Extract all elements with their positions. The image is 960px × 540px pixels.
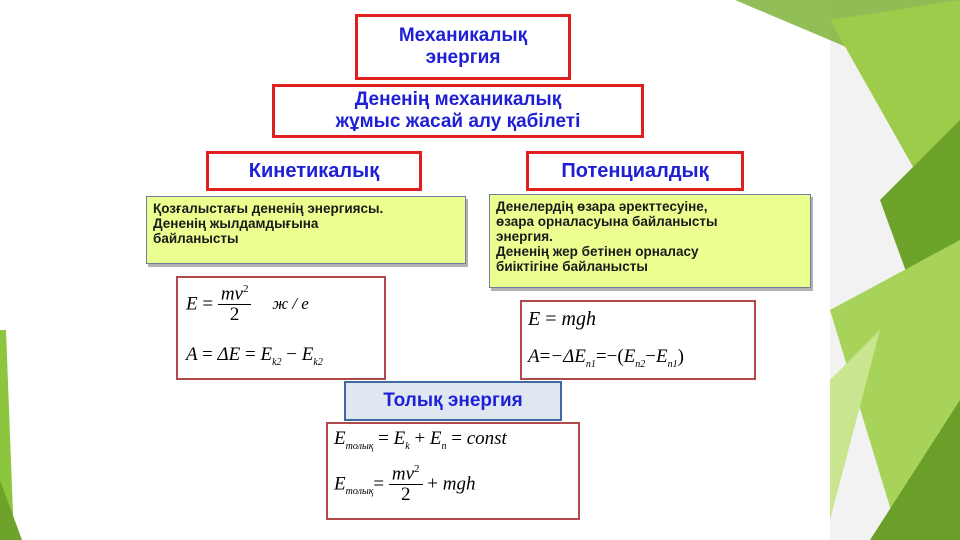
green-shape [0,480,22,540]
potential-desc-line: Денелердің өзара әректтесуіне, [496,199,708,214]
kinetic-title: Кинетикалық [248,159,380,182]
kinetic-title-box: Кинетикалық [206,151,422,191]
main-title-line1: Механикалық [398,25,528,47]
potential-desc-line: энергия. [496,229,553,245]
potential-formula-box: E = mgh A=−ΔEn1=−(En2−En1) [520,300,756,380]
unit-label: ж / е [272,294,309,314]
kinetic-desc-line: Дененің жылдамдығына [153,216,319,232]
total-energy-expanded-formula: Eтолық= mv2 2 + mgh [334,463,476,506]
total-energy-sum-formula: Eтолық = Ek + En = const [334,428,507,452]
main-title-line2: энергия [425,47,501,68]
kinetic-work-formula: A = ΔE = Ek2 − Ek2 [186,344,323,368]
fraction: mv2 2 [217,283,252,326]
definition-line2: жұмыс жасай алу қабілеті [335,111,581,132]
kinetic-desc-line: Қозғалыстағы дененің энергиясы. [153,201,384,216]
total-energy-title-box: Толық энергия [344,381,562,421]
total-formula-box: Eтолық = Ek + En = const Eтолық= mv2 2 +… [326,422,580,520]
fraction: mv2 2 [388,463,423,506]
main-title-box: Механикалық энергия [355,14,571,80]
green-shape [870,400,960,540]
potential-desc-line: биіктігіне байланысты [496,259,648,275]
green-shape [830,330,880,520]
potential-work-formula: A=−ΔEn1=−(En2−En1) [528,346,684,370]
potential-title: Потенциалдық [561,159,709,182]
definition-box: Дененің механикалық жұмыс жасай алу қабі… [272,84,644,138]
potential-title-box: Потенциалдық [526,151,744,191]
kinetic-desc-line: байланысты [153,231,239,247]
kinetic-description: Қозғалыстағы дененің энергиясы. Дененің … [146,196,466,264]
kinetic-formula-box: E = mv2 2 ж / е A = ΔE = Ek2 − Ek2 [176,276,386,380]
potential-desc-line: өзара орналасуына байланысты [496,214,718,230]
green-shape [0,330,14,540]
total-energy-title: Толық энергия [383,390,523,411]
kinetic-energy-formula: E = mv2 2 ж / е [186,283,309,326]
potential-description: Денелердің өзара әректтесуіне, өзара орн… [489,194,811,288]
definition-line1: Дененің механикалық [354,89,562,111]
potential-desc-line: Дененің жер бетінен орналасу [496,244,699,260]
potential-energy-formula: E = mgh [528,308,596,330]
